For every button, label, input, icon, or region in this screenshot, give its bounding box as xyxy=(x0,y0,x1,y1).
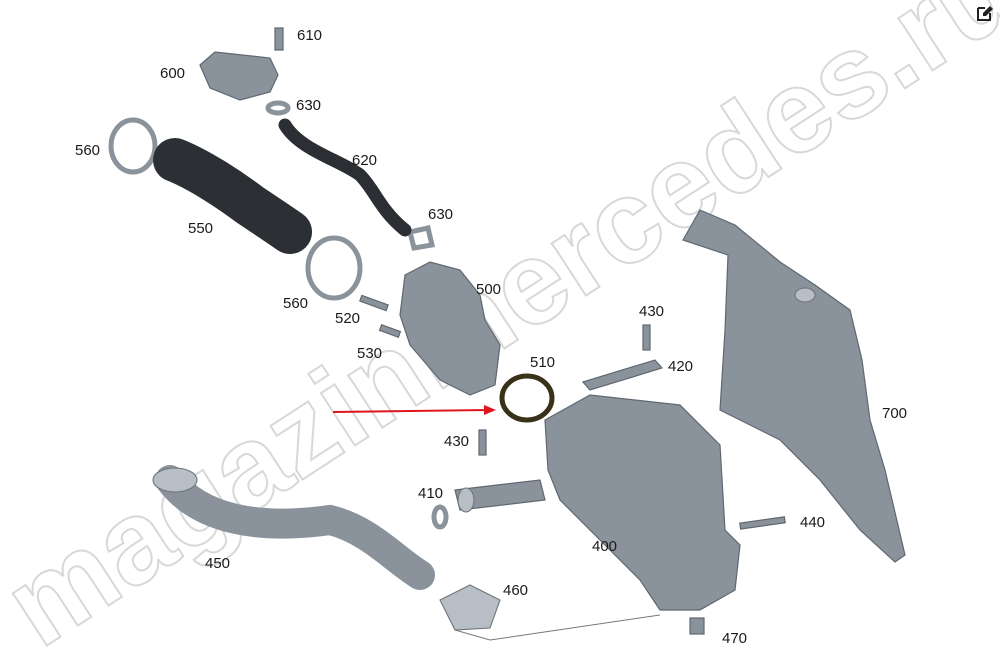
part-430-bolt[interactable] xyxy=(642,324,651,351)
part-620-hose[interactable] xyxy=(278,118,412,237)
label-520[interactable]: 520 xyxy=(335,310,360,327)
part-550-intake-hose[interactable] xyxy=(153,138,312,254)
label-600[interactable]: 600 xyxy=(160,65,185,82)
label-550[interactable]: 550 xyxy=(188,220,213,237)
label-430[interactable]: 430 xyxy=(444,433,469,450)
edit-icon xyxy=(977,6,993,21)
highlight-arrow-head xyxy=(484,405,496,415)
label-510[interactable]: 510 xyxy=(530,354,555,371)
part-520-bolt[interactable] xyxy=(359,294,389,312)
part-630-clamp[interactable] xyxy=(265,100,291,116)
label-410[interactable]: 410 xyxy=(418,485,443,502)
part-530-bolt[interactable] xyxy=(378,323,402,339)
part-460-gasket[interactable] xyxy=(439,584,501,631)
part-430-bolt-lower[interactable] xyxy=(478,429,487,456)
label-470[interactable]: 470 xyxy=(722,630,747,647)
part-600-pressure-sensor[interactable] xyxy=(199,51,279,101)
part-440-bolt[interactable] xyxy=(739,516,786,530)
part-470-nut[interactable] xyxy=(689,617,705,635)
highlight-arrow xyxy=(332,409,489,413)
label-630[interactable]: 630 xyxy=(428,206,453,223)
part-610-bolt[interactable] xyxy=(274,27,284,51)
leader-line xyxy=(454,614,661,641)
part-630-clamp-lower[interactable] xyxy=(406,225,436,251)
label-420[interactable]: 420 xyxy=(668,358,693,375)
part-560-clamp-lower[interactable] xyxy=(305,235,363,301)
part-700-heat-shield[interactable] xyxy=(682,209,906,563)
pipe-end xyxy=(457,487,475,513)
pipe-opening xyxy=(152,467,198,493)
label-620[interactable]: 620 xyxy=(352,152,377,169)
part-510-gasket[interactable] xyxy=(499,373,555,423)
shield-hole xyxy=(794,287,816,303)
part-410-seal[interactable] xyxy=(431,504,449,530)
part-400-egr-cooler[interactable] xyxy=(544,394,741,611)
label-500[interactable]: 500 xyxy=(476,281,501,298)
label-430[interactable]: 430 xyxy=(639,303,664,320)
label-450[interactable]: 450 xyxy=(205,555,230,572)
part-450-exhaust-pipe[interactable] xyxy=(155,465,435,590)
label-630[interactable]: 630 xyxy=(296,97,321,114)
label-560[interactable]: 560 xyxy=(283,295,308,312)
label-460[interactable]: 460 xyxy=(503,582,528,599)
label-440[interactable]: 440 xyxy=(800,514,825,531)
part-560-clamp-upper[interactable] xyxy=(108,117,158,175)
label-700[interactable]: 700 xyxy=(882,405,907,422)
label-610[interactable]: 610 xyxy=(297,27,322,44)
edit-button[interactable] xyxy=(974,2,996,24)
label-560[interactable]: 560 xyxy=(75,142,100,159)
part-500-egr-valve[interactable] xyxy=(399,261,501,396)
part-420-bracket[interactable] xyxy=(581,359,664,391)
label-530[interactable]: 530 xyxy=(357,345,382,362)
label-400[interactable]: 400 xyxy=(592,538,617,555)
